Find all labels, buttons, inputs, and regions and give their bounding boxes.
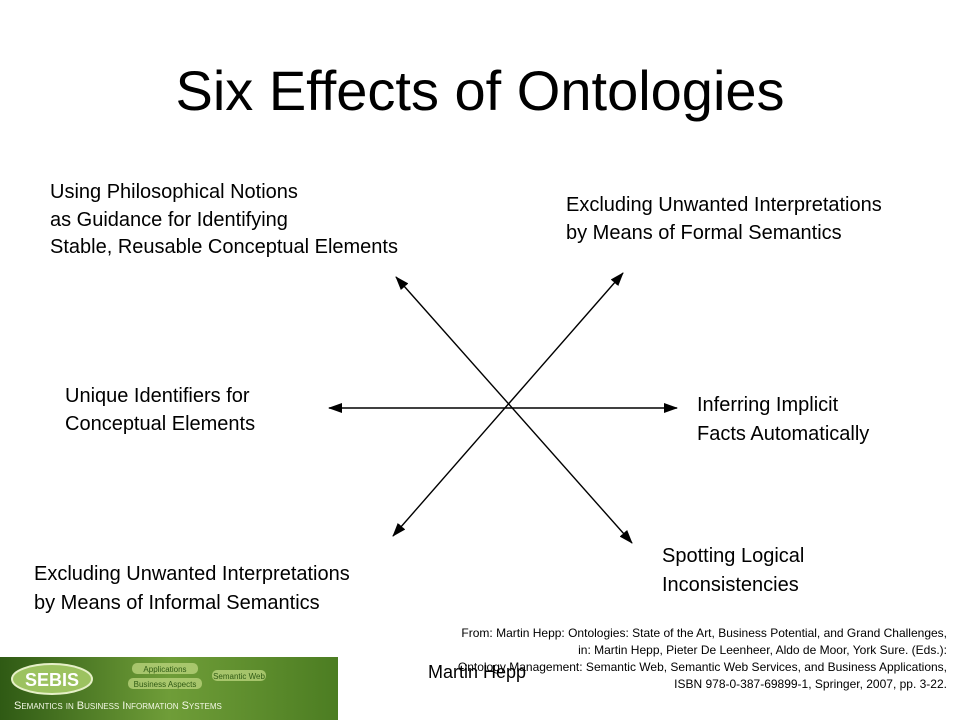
logo-tagline: Semantics in Business Information System…	[14, 700, 222, 712]
label-formal-semantics: Excluding Unwanted Interpretations by Me…	[566, 191, 882, 247]
label-line: Spotting Logical	[662, 545, 805, 567]
label-line: by Means of Informal Semantics	[34, 592, 320, 614]
label-line: Conceptual Elements	[65, 413, 256, 435]
citation-line: Ontology Management: Semantic Web, Seman…	[457, 660, 947, 674]
label-line: Inconsistencies	[662, 574, 799, 596]
label-unique-identifiers: Unique Identifiers for Conceptual Elemen…	[65, 382, 255, 438]
label-line: as Guidance for Identifying	[50, 208, 288, 231]
label-philosophical-notions: Using Philosophical Notions as Guidance …	[50, 179, 398, 262]
label-inferring-facts: Inferring Implicit Facts Automatically	[697, 391, 869, 449]
logo-name: SEBIS	[25, 670, 79, 690]
label-line: Facts Automatically	[697, 423, 870, 445]
slide-title: Six Effects of Ontologies	[175, 59, 785, 122]
citation: From: Martin Hepp: Ontologies: State of …	[387, 625, 947, 693]
label-line: Using Philosophical Notions	[50, 181, 298, 203]
citation-line: in: Martin Hepp, Pieter De Leenheer, Ald…	[578, 643, 947, 657]
label-line: Excluding Unwanted Interpretations	[566, 194, 882, 216]
author-name: Martin Hepp	[428, 662, 527, 682]
citation-line: From: Martin Hepp: Ontologies: State of …	[461, 626, 947, 640]
label-informal-semantics: Excluding Unwanted Interpretations by Me…	[34, 560, 350, 618]
label-line: Inferring Implicit	[697, 394, 839, 416]
label-line: Unique Identifiers for	[65, 385, 250, 407]
logo-tag: Business Aspects	[134, 680, 197, 689]
label-line: by Means of Formal Semantics	[566, 222, 842, 244]
arrow-diagonal-up	[392, 272, 624, 537]
logo-tag: Applications	[143, 665, 186, 674]
label-line: Stable, Reusable Conceptual Elements	[50, 236, 398, 258]
arrow-diagonal-down	[395, 276, 633, 544]
label-logical-inconsistencies: Spotting Logical Inconsistencies	[662, 542, 804, 600]
logo-tag: Semantic Web	[213, 672, 265, 681]
label-line: Excluding Unwanted Interpretations	[34, 563, 350, 585]
citation-line: ISBN 978-0-387-69899-1, Springer, 2007, …	[674, 677, 947, 691]
sebis-logo: SEBIS Applications Business Aspects Sema…	[0, 657, 338, 720]
